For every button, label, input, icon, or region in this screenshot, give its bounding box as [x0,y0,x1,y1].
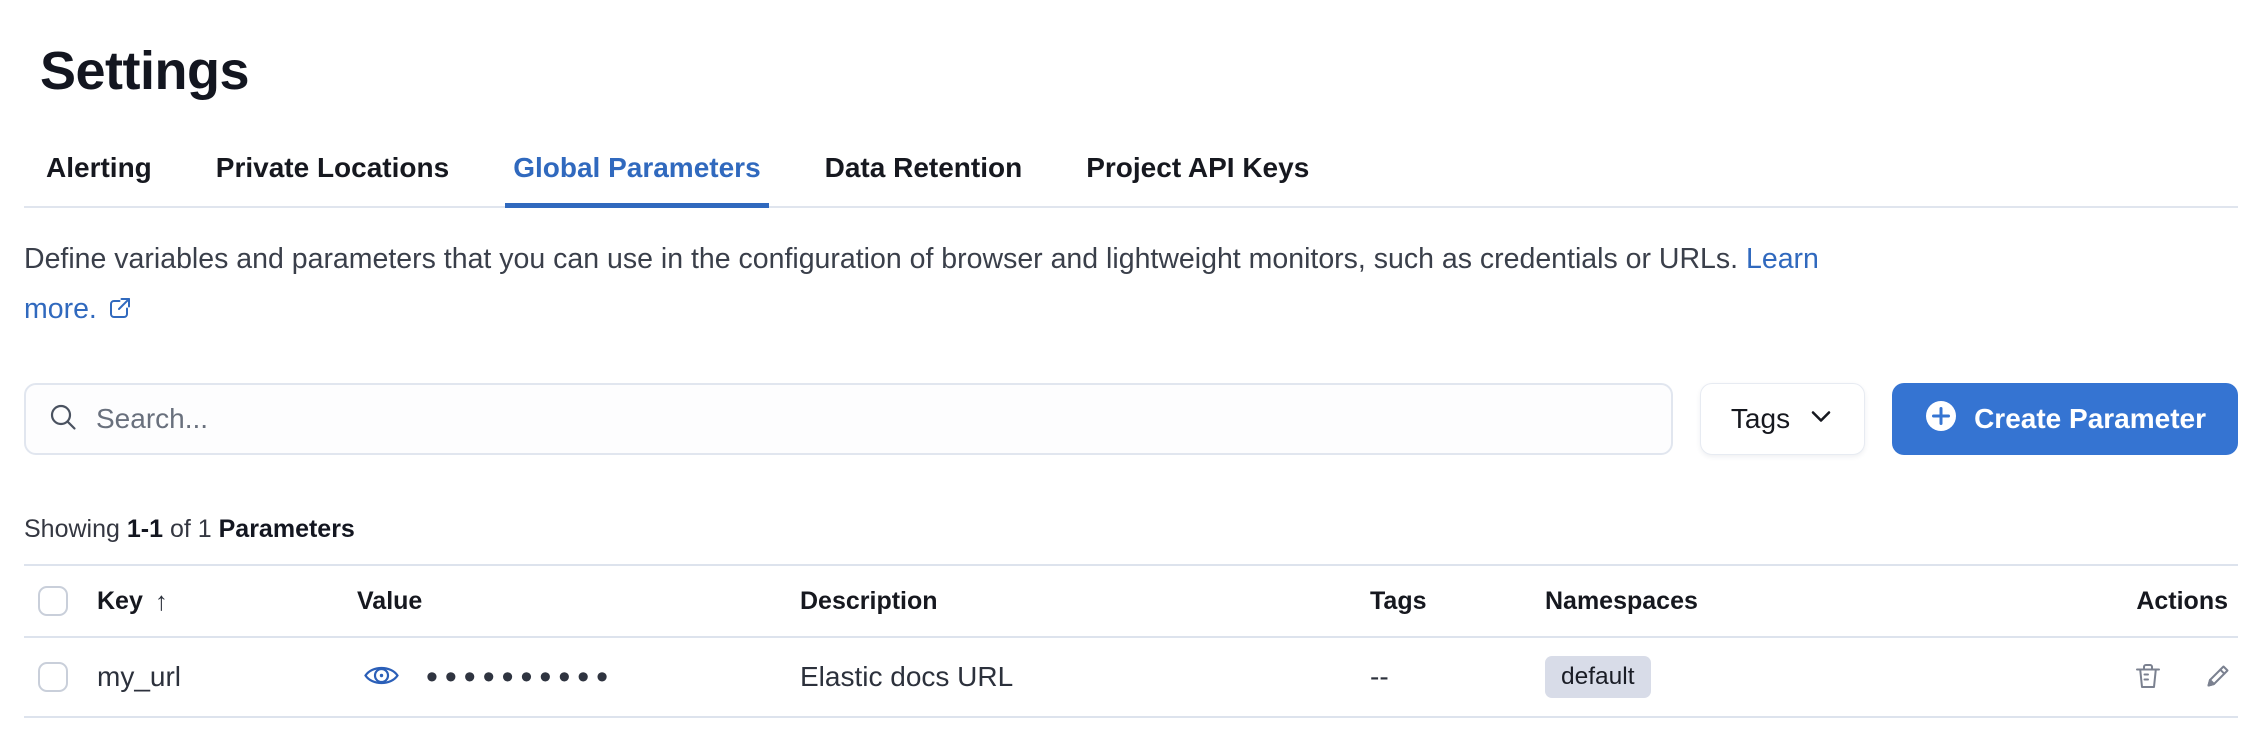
cell-value: •••••••••• [357,660,800,694]
sort-ascending-icon: ↑ [154,585,168,616]
chevron-down-icon [1808,403,1834,436]
parameters-toolbar: Tags Create Parameter [24,383,2238,455]
search-icon [48,402,78,437]
reveal-value-button[interactable] [363,661,400,693]
cell-key: my_url [97,661,182,692]
tab-data-retention[interactable]: Data Retention [824,152,1023,183]
page-title: Settings [40,41,250,101]
column-header-tags: Tags [1370,586,1427,615]
tab-alerting[interactable]: Alerting [46,152,152,183]
column-header-description: Description [800,586,938,615]
results-total: 1 [197,515,212,543]
cell-namespaces: default [1545,656,1895,698]
column-header-namespaces: Namespaces [1545,586,1698,615]
plus-in-circle-icon [1924,399,1958,440]
column-header-key[interactable]: Key ↑ [97,585,168,616]
edit-parameter-button[interactable] [2202,660,2234,695]
column-header-actions: Actions [2136,586,2228,615]
results-noun: Parameters [218,515,355,543]
cell-description: Elastic docs URL [800,661,1014,692]
search-input[interactable] [96,403,1651,435]
page-description: Define variables and parameters that you… [24,234,2238,337]
tab-global-parameters[interactable]: Global Parameters [505,152,770,208]
row-checkbox[interactable] [38,662,68,692]
tags-filter-button[interactable]: Tags [1699,383,1866,455]
create-parameter-button[interactable]: Create Parameter [1892,383,2238,455]
learn-more-link[interactable]: Learn [1746,243,1819,275]
results-summary: Showing 1-1 of 1 Parameters [24,515,355,543]
parameters-table: Key ↑ Value Description Tags Namespaces … [24,564,2238,718]
column-header-value: Value [357,586,423,615]
cell-actions [1895,660,2238,695]
eye-icon [363,661,400,693]
masked-value: •••••••••• [426,658,616,696]
cell-tags: -- [1370,661,1389,692]
pencil-icon [2202,660,2234,695]
results-range: 1-1 [126,515,163,543]
learn-more-link[interactable]: more. [24,293,133,325]
select-all-checkbox[interactable] [38,586,68,616]
description-text: Define variables and parameters that you… [24,243,1739,275]
tab-bar: Alerting Private Locations Global Parame… [24,152,2238,208]
tab-private-locations[interactable]: Private Locations [215,152,450,183]
tab-project-api-keys[interactable]: Project API Keys [1086,152,1310,183]
table-row: my_url •••••••••• Elastic docs URL -- de… [24,638,2238,718]
namespace-badge: default [1545,656,1651,698]
search-box[interactable] [24,383,1673,455]
settings-page: Settings Alerting Private Locations Glob… [0,40,2262,718]
trash-icon [2132,660,2164,695]
external-link-icon [107,296,133,328]
table-header-row: Key ↑ Value Description Tags Namespaces … [24,566,2238,638]
delete-parameter-button[interactable] [2132,660,2164,695]
